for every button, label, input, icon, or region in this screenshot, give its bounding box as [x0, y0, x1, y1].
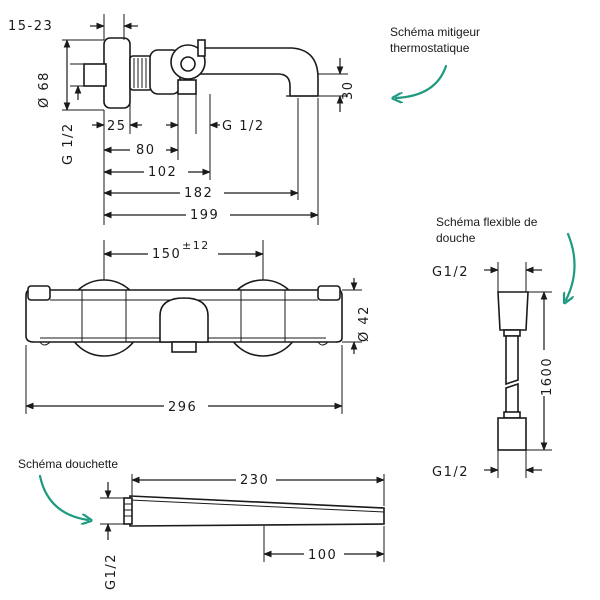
dim-30: 30: [341, 80, 356, 100]
dim-d42: Ø 42: [357, 305, 372, 342]
arrow-hose-icon: [566, 232, 576, 300]
handshower-body: [129, 495, 385, 527]
dim-199: 199: [190, 208, 219, 223]
dim-150: 150: [152, 247, 181, 262]
dim-296: 296: [168, 400, 197, 415]
dim-80: 80: [136, 143, 156, 158]
left-cap: [27, 285, 51, 301]
hose-top-sleeve: [503, 329, 521, 337]
hose-bottom-nut: [497, 417, 527, 451]
dim-182: 182: [184, 186, 213, 201]
dim-1600: 1600: [540, 357, 555, 396]
spout-outlet: [171, 341, 197, 353]
dim-g12-right: G 1/2: [222, 119, 265, 134]
dim-d68: Ø 68: [37, 71, 52, 108]
label-mixer-2: thermostatique: [390, 41, 470, 55]
spout: [199, 47, 319, 97]
wall-flange: [103, 37, 131, 109]
dim-g12-hose-top: G1/2: [432, 265, 469, 280]
inlet-connector: [83, 63, 107, 87]
front-spout: [159, 297, 209, 343]
hose-upper: [505, 335, 519, 386]
dim-100: 100: [308, 548, 337, 563]
handshower-view: Schéma douchette 230 100 G1/2: [18, 457, 385, 590]
handle-lever: [197, 39, 206, 57]
label-mixer-1: Schéma mitigeur: [390, 25, 480, 39]
dim-g12-hose-bottom: G1/2: [432, 465, 469, 480]
dim-150-tolerance: ±12: [182, 239, 210, 252]
dim-g12-left: G 1/2: [61, 122, 76, 165]
mixer-side-view: 15-23 Ø 68 G 1/2 25 G 1/2 30: [8, 14, 356, 225]
arrow-handshower-icon: [38, 474, 88, 520]
handle-center: [180, 56, 196, 72]
label-handshower: Schéma douchette: [18, 457, 118, 471]
arrow-mixer-icon: [396, 64, 448, 98]
mixer-front-view: 150 ±12 Ø 42 296: [25, 239, 372, 415]
hose-view: Schéma flexible de douche G1/2 G1/2 1600: [432, 215, 576, 480]
right-cap: [317, 285, 341, 301]
diverter-stem: [177, 79, 197, 95]
label-hose-1: Schéma flexible de: [436, 215, 538, 229]
dim-25: 25: [107, 119, 127, 134]
dim-230: 230: [240, 473, 269, 488]
dim-102: 102: [148, 165, 177, 180]
handshower-connector: [123, 497, 133, 525]
nut: [129, 55, 153, 91]
hose-bottom-sleeve: [503, 411, 521, 419]
dim-15-23: 15-23: [8, 19, 53, 34]
mixer-label: Schéma mitigeur thermostatique: [390, 25, 480, 98]
hose-top-nut: [497, 291, 529, 331]
dim-g12-shower: G1/2: [104, 553, 119, 590]
label-hose-2: douche: [436, 231, 476, 245]
